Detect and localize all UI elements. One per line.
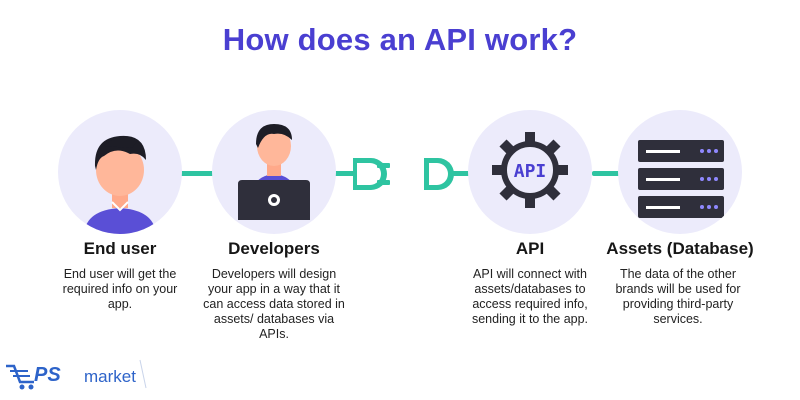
assets-circle: [618, 110, 742, 234]
step-desc-end-user: End user will get the required info on y…: [62, 267, 178, 311]
connector-api-db: [592, 171, 622, 176]
step-desc-developers: Developers will design your app in a way…: [203, 267, 345, 341]
step-desc-assets: The data of the other brands will be use…: [615, 267, 741, 326]
database-server-icon: [638, 140, 724, 218]
plug-icon: [345, 158, 390, 190]
step-label-assets: Assets (Database): [606, 239, 754, 258]
step-label-developers: Developers: [228, 239, 320, 258]
developer-laptop-icon: [238, 124, 310, 220]
end-user-icon: [84, 135, 156, 234]
api-circle: API: [468, 110, 592, 234]
step-desc-api: API will connect with assets/databases t…: [471, 267, 589, 326]
connector-user-dev: [180, 171, 214, 176]
developers-circle: [212, 110, 336, 234]
socket-icon: [424, 158, 460, 190]
connector-dev-plug: [330, 171, 352, 176]
api-gear-icon: API: [492, 132, 568, 208]
logo-word: market: [84, 367, 136, 386]
step-label-api: API: [515, 239, 545, 258]
api-badge-text: API: [514, 161, 547, 182]
step-label-end-user: End user: [83, 239, 157, 258]
end-user-circle: [58, 110, 182, 234]
ps-market-logo-icon: [6, 359, 147, 390]
connector-socket-api: [455, 171, 475, 176]
logo-mark: PS: [34, 364, 61, 386]
page-title: How does an API work?: [222, 22, 578, 57]
